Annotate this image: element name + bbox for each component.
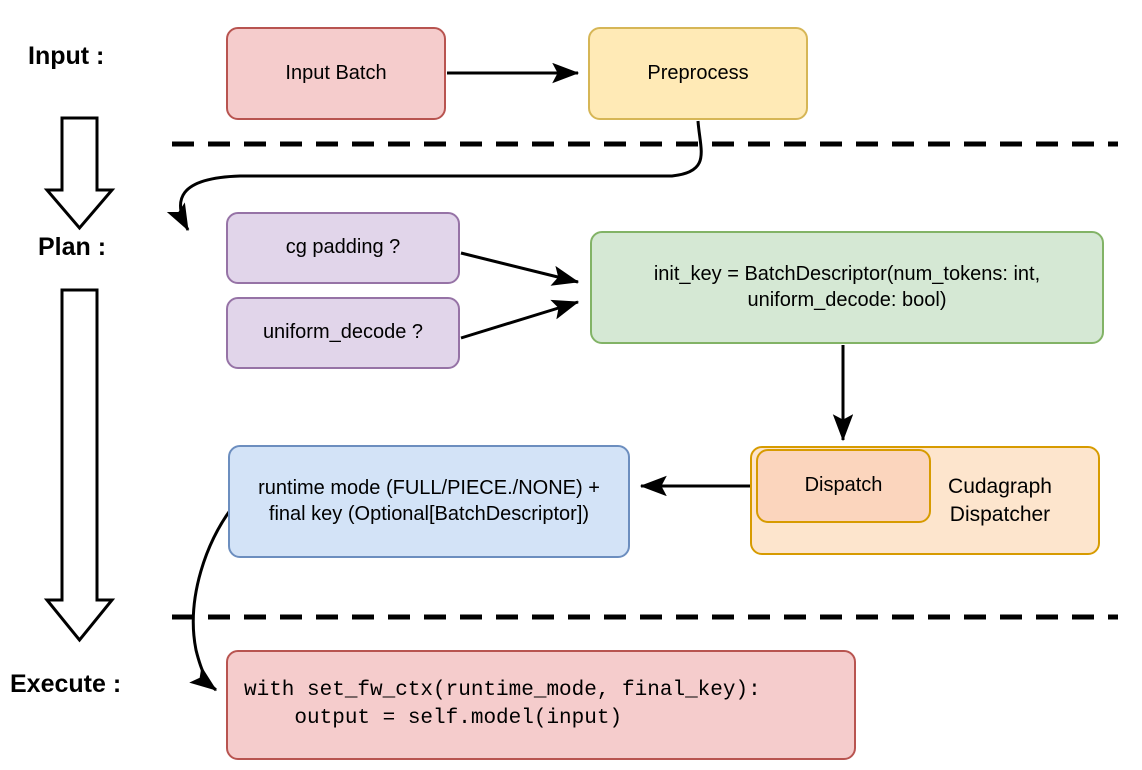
input-to-plan-block-arrow — [43, 116, 116, 231]
edge-cg-padding-to-init-key — [460, 251, 580, 286]
node-init-key[interactable]: init_key = BatchDescriptor(num_tokens: i… — [590, 231, 1104, 344]
node-cg-padding[interactable]: cg padding ? — [226, 212, 460, 284]
stage-label-execute: Execute : — [10, 670, 122, 698]
node-runtime-mode[interactable]: runtime mode (FULL/PIECE./NONE) + final … — [228, 445, 630, 558]
stage-label-plan: Plan : — [38, 233, 107, 261]
node-preprocess[interactable]: Preprocess — [588, 27, 808, 120]
stage-label-input: Input : — [28, 42, 105, 70]
node-uniform-decode[interactable]: uniform_decode ? — [226, 297, 460, 369]
edge-uniform-decode-to-init-key — [460, 299, 580, 340]
cudagraph-dispatcher-label: Cudagraph Dispatcher — [948, 475, 1052, 526]
plan-to-execute-block-arrow — [43, 288, 116, 643]
node-execute-code[interactable]: with set_fw_ctx(runtime_mode, final_key)… — [226, 650, 856, 760]
node-input-batch[interactable]: Input Batch — [226, 27, 446, 120]
node-dispatch[interactable]: Dispatch — [756, 449, 931, 523]
